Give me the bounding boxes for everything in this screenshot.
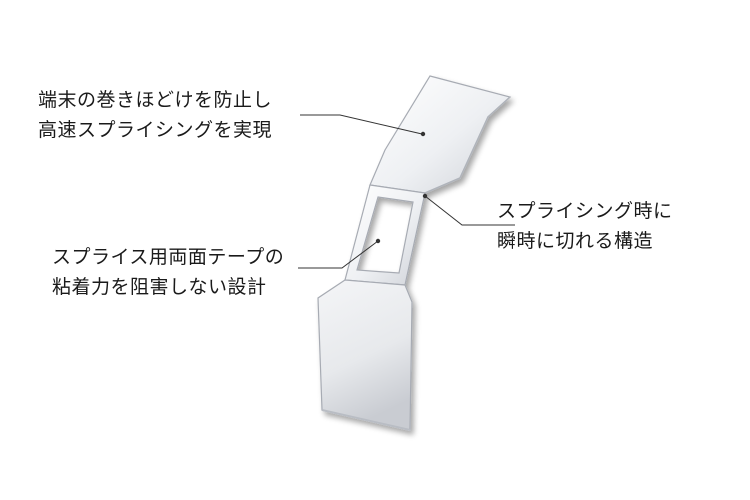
- annotation-break-structure-line1: スプライシング時に: [497, 200, 673, 222]
- annotation-break-structure: スプライシング時に 瞬時に切れる構造: [497, 196, 673, 256]
- leader-line-adhesion: [298, 240, 379, 269]
- annotation-no-adhesion-impact-line2: 粘着力を阻害しない設計: [52, 276, 267, 298]
- leader-dot-unravel: [420, 131, 426, 137]
- leader-line-unravel: [300, 114, 423, 135]
- tab-window-frame: [344, 184, 426, 286]
- tab-bottom-section: [317, 279, 413, 431]
- annotation-prevent-unravel-line2: 高速スプライシングを実現: [38, 119, 273, 141]
- annotation-break-structure-line2: 瞬時に切れる構造: [497, 230, 654, 252]
- annotation-prevent-unravel: 端末の巻きほどけを防止し 高速スプライシングを実現: [38, 85, 272, 145]
- annotation-no-adhesion-impact: スプライス用両面テープの 粘着力を阻害しない設計: [52, 242, 284, 302]
- leader-dot-adhesion: [375, 238, 381, 244]
- leader-dot-break: [422, 193, 428, 199]
- tab-top-section: [369, 75, 512, 194]
- annotation-prevent-unravel-line1: 端末の巻きほどけを防止し: [38, 89, 273, 111]
- annotation-no-adhesion-impact-line1: スプライス用両面テープの: [52, 246, 285, 268]
- leader-lines: [298, 114, 515, 269]
- leader-line-break: [424, 195, 515, 226]
- splice-tab-shape: [317, 75, 512, 431]
